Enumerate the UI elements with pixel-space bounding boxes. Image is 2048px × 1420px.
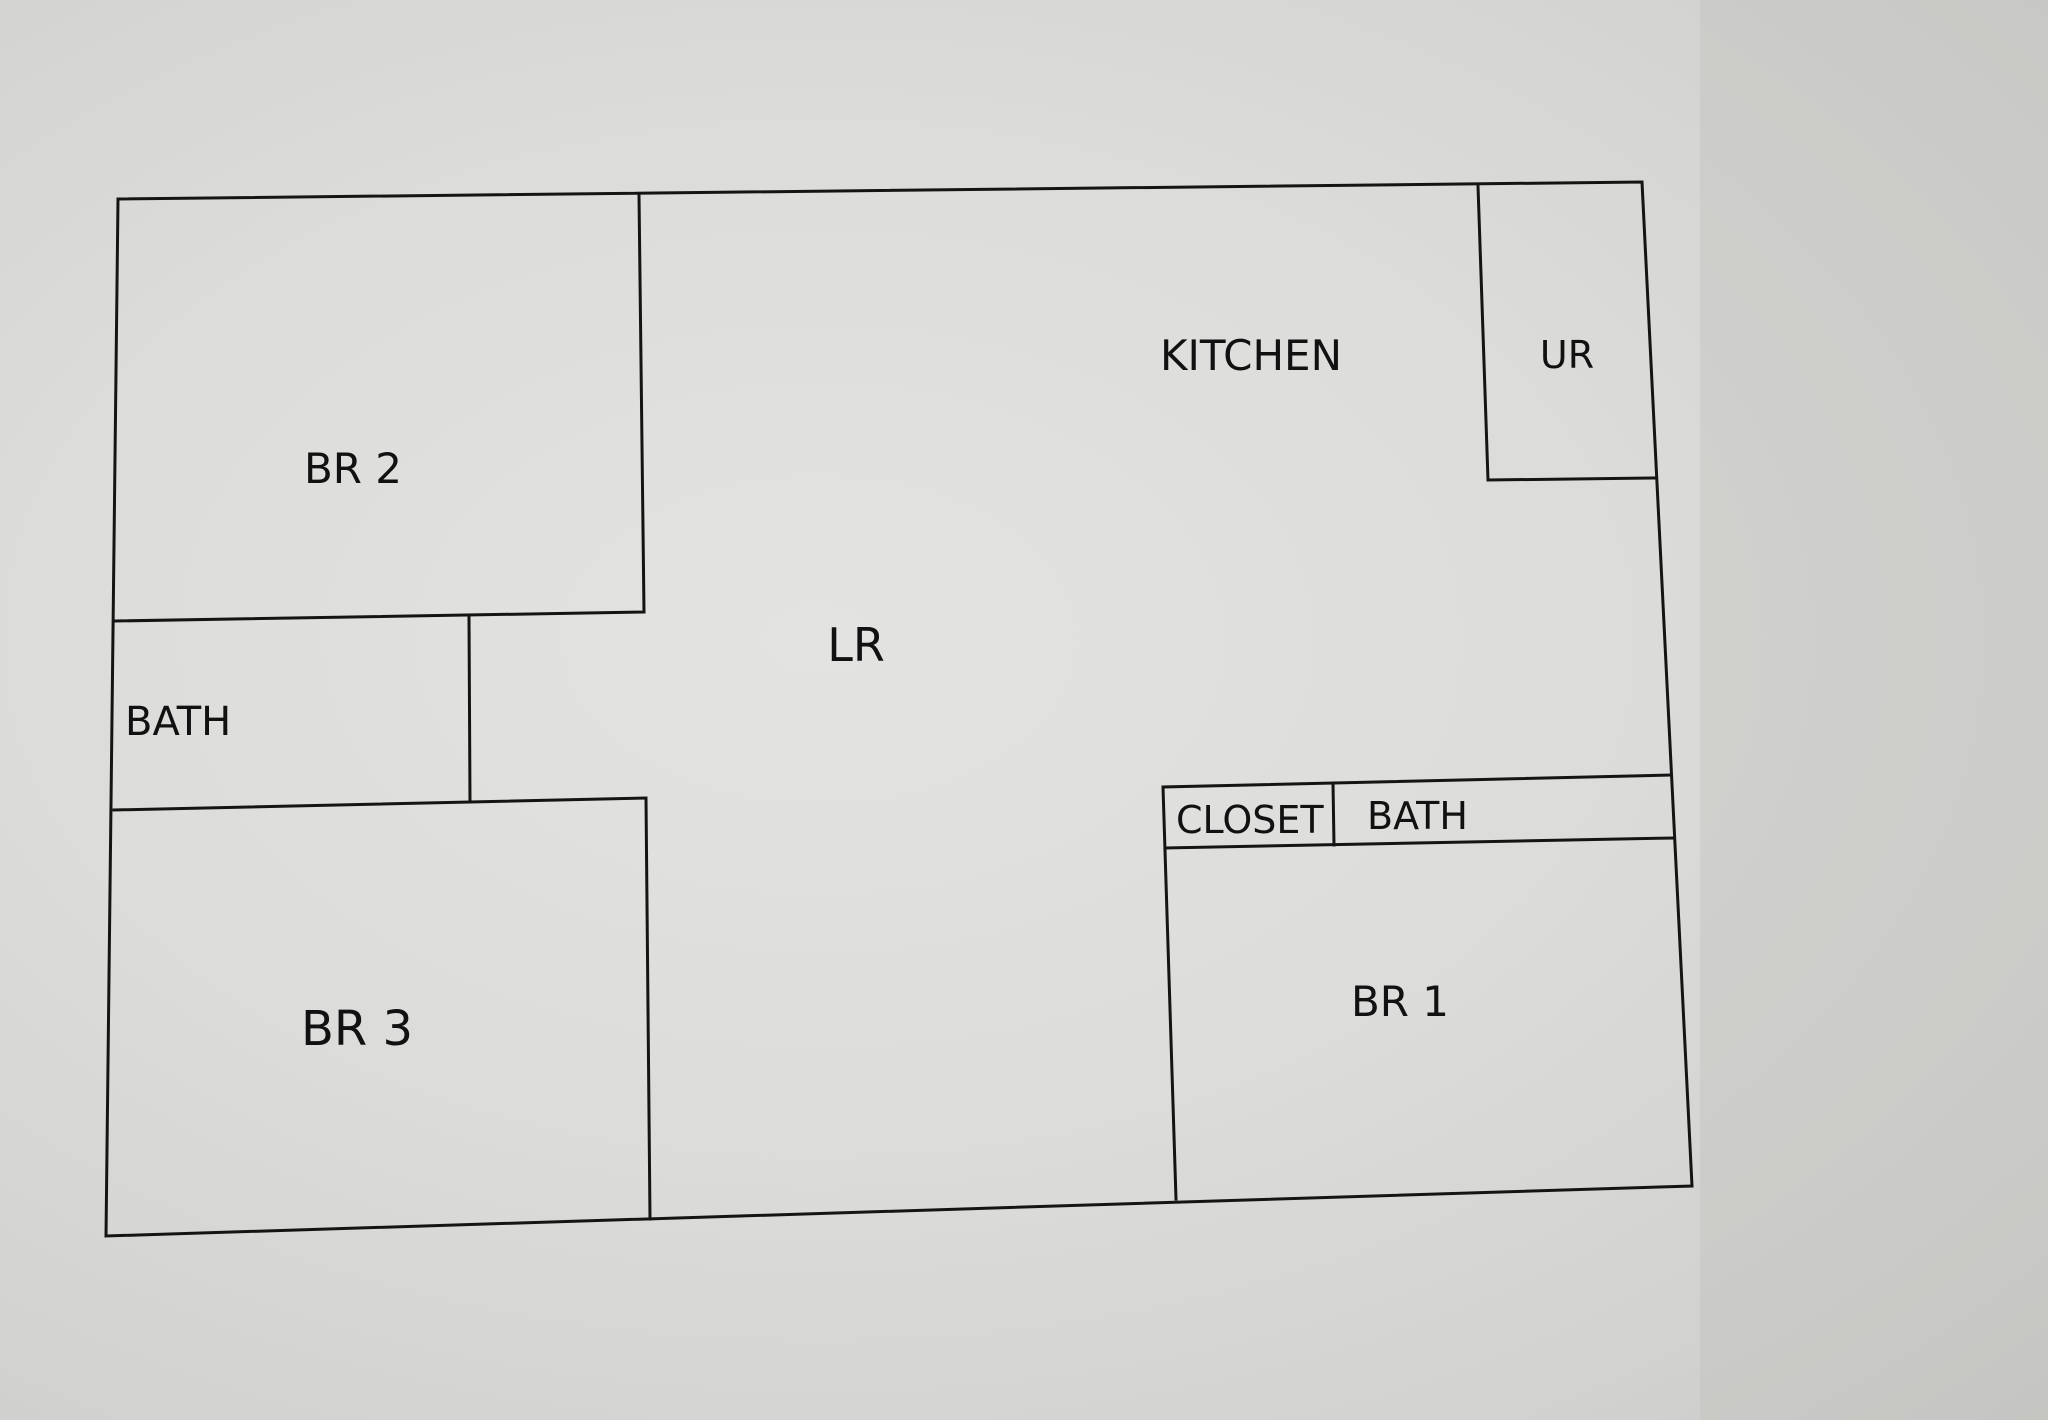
room-label-kitchen: KITCHEN: [1160, 331, 1342, 380]
bath-left-partition: [467, 615, 472, 804]
room-label-bath-right: BATH: [1367, 794, 1468, 838]
room-label-br3: BR 3: [301, 1001, 413, 1057]
bath-closet-strip-wall: [1161, 773, 1673, 1201]
br2-wall: [114, 193, 646, 623]
paper-shadow: [1700, 0, 2048, 1420]
room-label-closet: CLOSET: [1176, 798, 1324, 842]
room-label-ur: UR: [1540, 333, 1594, 377]
br1-top-wall: [1163, 836, 1675, 850]
room-label-br1: BR 1: [1351, 977, 1449, 1026]
room-label-lr: LR: [827, 618, 885, 672]
closet-partition: [1331, 781, 1336, 847]
outer-wall: [104, 180, 1694, 1238]
room-label-br2: BR 2: [304, 444, 402, 493]
ur-wall: [1476, 184, 1656, 482]
room-label-bath-left: BATH: [125, 699, 231, 745]
br3-wall: [112, 796, 652, 1221]
